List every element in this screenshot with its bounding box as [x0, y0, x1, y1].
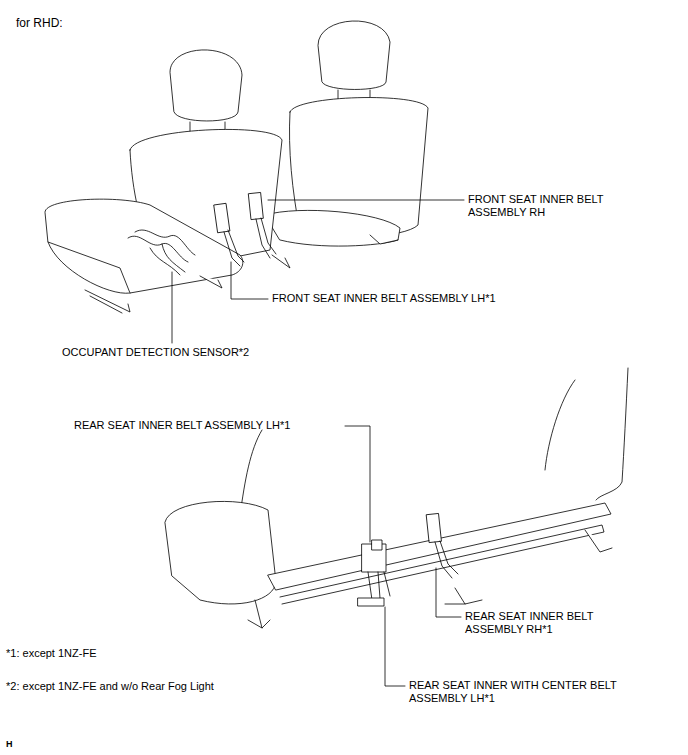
note-text: *1: except 1NZ-FE — [6, 647, 96, 660]
note-text: H — [6, 738, 13, 751]
diagram-title: for RHD: — [16, 16, 63, 30]
part-label: REAR SEAT INNER BELT ASSEMBLY LH*1 — [74, 419, 290, 432]
part-label: OCCUPANT DETECTION SENSOR*2 — [62, 346, 249, 359]
leader-lines — [172, 200, 464, 686]
part-label: FRONT SEAT INNER BELT ASSEMBLY RH — [468, 193, 628, 219]
note-text: *2: except 1NZ-FE and w/o Rear Fog Light — [6, 680, 214, 693]
part-label: FRONT SEAT INNER BELT ASSEMBLY LH*1 — [272, 292, 496, 305]
part-label: REAR SEAT INNER BELT ASSEMBLY RH*1 — [465, 610, 615, 636]
part-label: REAR SEAT INNER WITH CENTER BELT ASSEMBL… — [409, 679, 654, 705]
